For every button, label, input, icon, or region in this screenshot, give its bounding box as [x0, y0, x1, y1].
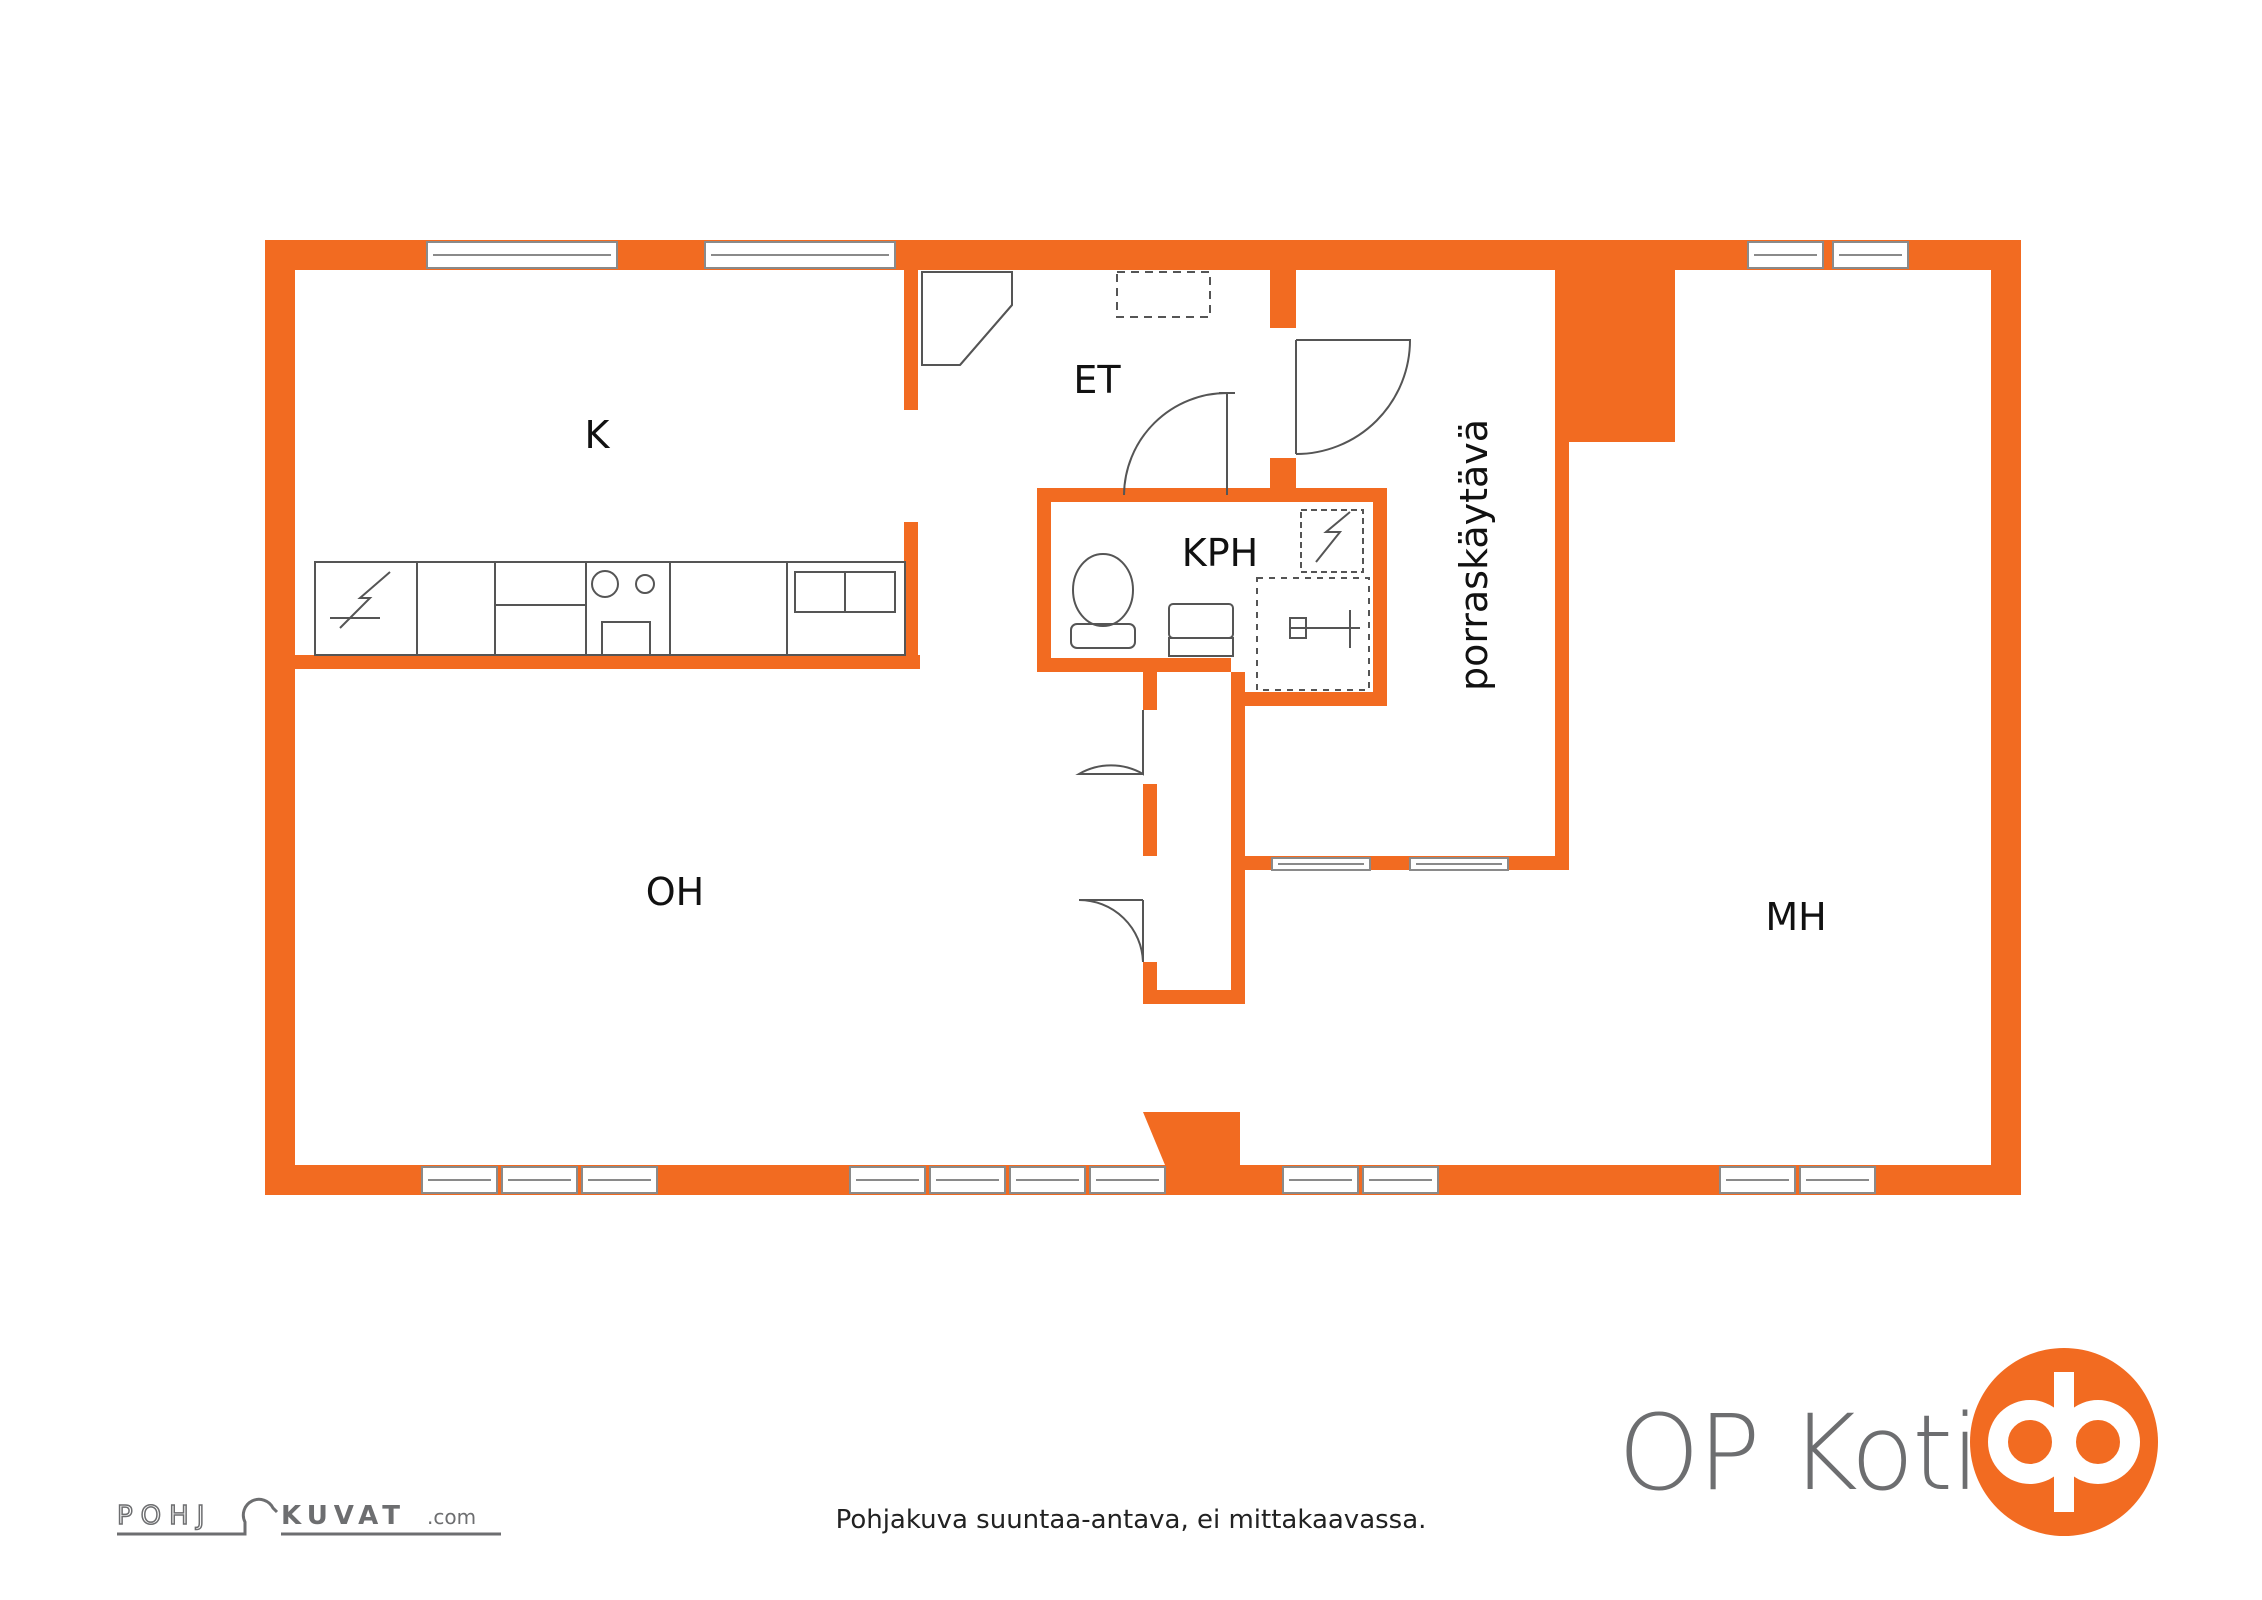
shower-area	[1256, 577, 1370, 691]
pohjakuvat-left: POHJ	[117, 1501, 212, 1531]
disclaimer-text: Pohjakuva suuntaa-antava, ei mittakaavas…	[835, 1505, 1427, 1535]
pohjakuvat-domain: .com	[427, 1505, 476, 1529]
water-heater	[1300, 509, 1364, 573]
room-label-k: K	[585, 413, 611, 457]
room-label-oh: OH	[646, 870, 704, 914]
door-swing	[1123, 392, 1228, 496]
oven	[601, 621, 651, 656]
entrance-door	[1295, 339, 1412, 455]
pohjakuvat-right: KUVAT	[281, 1501, 406, 1531]
closet-door	[1078, 899, 1144, 963]
kitchen-counter	[314, 561, 906, 656]
op-logo-icon	[1970, 1348, 2158, 1536]
sink	[1168, 603, 1234, 639]
stove-hotplate	[635, 574, 655, 594]
closet-door	[1075, 710, 1144, 776]
room-label-mh: MH	[1765, 895, 1826, 939]
toilet	[1072, 553, 1134, 627]
fixtures	[314, 271, 1412, 963]
brand-name: OP Koti	[1618, 1392, 1980, 1514]
wardrobe	[921, 271, 1013, 366]
room-label-et: ET	[1073, 358, 1121, 402]
fridge-symbol	[339, 571, 391, 629]
stove-hotplate	[591, 570, 619, 598]
room-label-kph: KPH	[1182, 531, 1258, 575]
windows	[421, 241, 1909, 1194]
room-label-stairwell: porraskäytävä	[1452, 419, 1496, 691]
pohjakuvat-logo: POHJ KUVAT .com	[116, 1497, 501, 1536]
ceiling-marking	[1116, 271, 1211, 318]
